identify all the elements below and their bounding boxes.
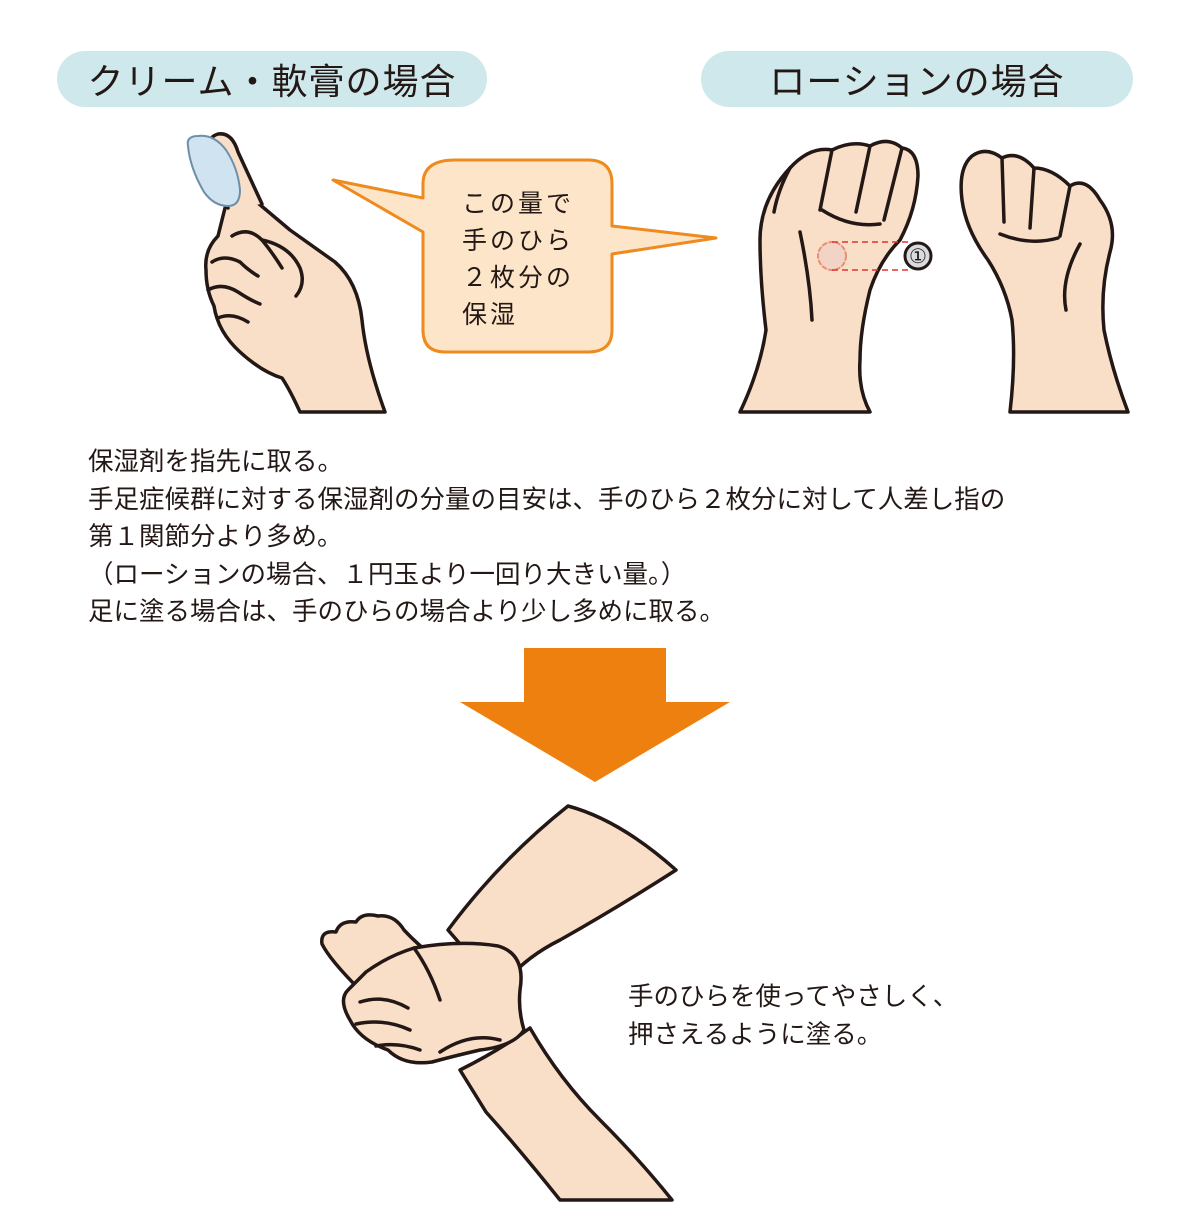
heading-lotion: ローションの場合 bbox=[701, 51, 1133, 107]
application-caption: 手のひらを使ってやさしく、 押さえるように塗る。 bbox=[628, 978, 958, 1054]
caption-line: 押さえるように塗る。 bbox=[628, 1020, 883, 1050]
heading-cream-ointment-text: クリーム・軟膏の場合 bbox=[87, 62, 457, 103]
speech-bubble bbox=[331, 158, 718, 354]
left-palm-icon bbox=[738, 139, 920, 414]
instruction-line: 手足症候群に対する保湿剤の分量の目安は、手のひら２枚分に対して人差し指の bbox=[88, 484, 1006, 515]
instruction-line: 第１関節分より多め。 bbox=[88, 522, 343, 552]
one-yen-coin-icon bbox=[903, 241, 933, 271]
caption-line: 手のひらを使ってやさしく、 bbox=[628, 982, 959, 1012]
coin-label: ① bbox=[909, 244, 927, 268]
hand-with-cream-icon bbox=[186, 132, 387, 414]
instruction-line: 足に塗る場合は、手のひらの場合より少し多めに取る。 bbox=[88, 597, 725, 627]
hand-pressing-arm-icon bbox=[320, 804, 678, 1202]
instructions-text: 保湿剤を指先に取る。 手足症候群に対する保湿剤の分量の目安は、手のひら２枚分に対… bbox=[88, 444, 1005, 632]
instruction-line: 保湿剤を指先に取る。 bbox=[88, 447, 344, 477]
bubble-line: 手のひら bbox=[462, 226, 575, 255]
down-arrow-icon bbox=[460, 648, 730, 782]
coin-reference-lines bbox=[832, 241, 912, 271]
bubble-line: ２枚分の bbox=[462, 263, 575, 292]
heading-lotion-text: ローションの場合 bbox=[769, 62, 1065, 103]
bubble-line: 保湿 bbox=[462, 300, 519, 329]
speech-bubble-text: この量で 手のひら ２枚分の 保湿 bbox=[462, 185, 574, 333]
heading-cream-ointment: クリーム・軟膏の場合 bbox=[57, 51, 487, 107]
instruction-line: （ローションの場合、１円玉より一回り大きい量。） bbox=[88, 559, 687, 590]
right-palm-icon bbox=[959, 149, 1130, 414]
bubble-line: この量で bbox=[462, 189, 575, 218]
